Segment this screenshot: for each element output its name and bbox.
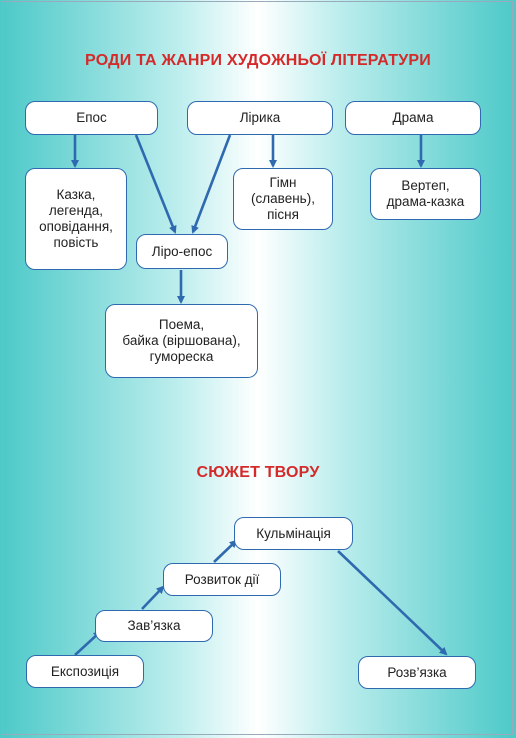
node-lyric-genres: Гімн (славень), пісня	[233, 168, 333, 230]
node-lyro-epos: Ліро-епос	[136, 234, 228, 269]
node-lyrics: Лірика	[187, 101, 333, 135]
node-climax: Кульмінація	[234, 517, 353, 550]
arrow-epos-to-lyro-epos	[134, 134, 177, 234]
node-epos-genres: Казка, легенда, оповідання, повість	[25, 168, 127, 270]
node-exposition: Експозиція	[26, 655, 144, 688]
node-development: Розвиток дії	[163, 563, 281, 596]
arrow-complication-to-development	[141, 585, 165, 610]
node-complication: Зав’язка	[95, 610, 213, 642]
node-drama: Драма	[345, 101, 481, 135]
plot-title: СЮЖЕТ ТВОРУ	[196, 464, 320, 481]
genres-title: РОДИ ТА ЖАНРИ ХУДОЖНЬОЇ ЛІТЕРАТУРИ	[85, 52, 431, 69]
arrow-lyrics-to-lyro-epos	[191, 134, 232, 234]
arrow-development-to-climax	[213, 539, 238, 563]
node-epos: Епос	[25, 101, 158, 135]
arrow-climax-to-resolution	[337, 550, 448, 656]
node-drama-genres: Вертеп, драма-казка	[370, 168, 481, 220]
node-lyro-epos-genres: Поема, байка (віршована), гумореска	[105, 304, 258, 378]
node-resolution: Розв’язка	[358, 656, 476, 689]
